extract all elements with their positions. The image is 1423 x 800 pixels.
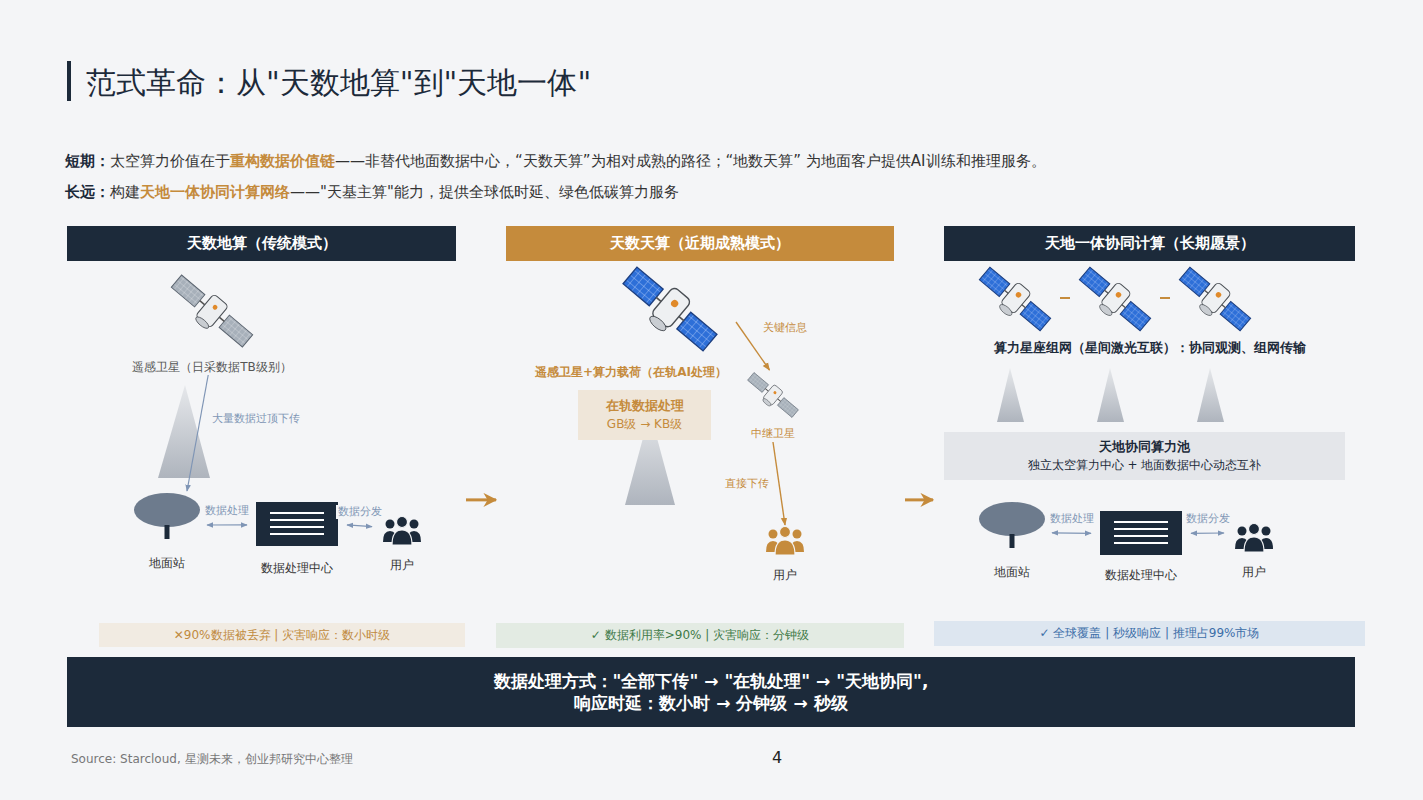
node-caption: 中继卫星	[751, 426, 795, 442]
edge-label: 直接下传	[723, 477, 771, 491]
icon-node: 地面站	[972, 500, 1052, 580]
connector	[1052, 532, 1091, 534]
intro-text: 短期：	[65, 152, 110, 170]
downlink-beam	[1197, 368, 1224, 422]
box-text: 独立太空算力中心 + 地面数据中心动态互补	[1028, 456, 1262, 474]
summary-text: 数据处理方式："全部下传" → "在轨处理" → "天地协同",	[494, 670, 929, 692]
connector	[207, 524, 247, 525]
relay-satellite-icon	[743, 370, 803, 420]
summary-text: 响应时延：数小时 → 分钟级 → 秒级	[574, 692, 847, 714]
icon-node: 中继卫星	[738, 370, 808, 442]
server-icon	[256, 502, 338, 546]
icon-wrap	[972, 500, 1052, 550]
summary-band: 数据处理方式："全部下传" → "在轨处理" → "天地协同",响应时延：数小时…	[67, 657, 1355, 727]
icon-wrap	[162, 271, 262, 351]
panel-header: 天地一体协同计算（长期愿景）	[944, 226, 1355, 261]
node-caption: 用户	[1242, 564, 1266, 580]
box-text: GB级 → KB级	[607, 415, 682, 433]
panel: 天数天算（近期成熟模式） 遥感卫星+算力载荷（在轨AI处理） 在轨数据处理GB级 →…	[506, 226, 894, 648]
icon-node: 地面站	[127, 491, 207, 571]
icon-wrap	[127, 491, 207, 541]
downlink-beam	[1097, 368, 1124, 422]
node-caption: 地面站	[149, 555, 185, 571]
panel-header: 天数地算（传统模式）	[67, 226, 456, 261]
icon-wrap	[743, 370, 803, 420]
node-caption: 用户	[773, 567, 797, 583]
ground-station-icon	[127, 491, 207, 541]
connector	[347, 525, 372, 527]
node-caption: 遥感卫星（日采数据TB级别）	[132, 359, 292, 375]
intro-text: 太空算力价值在于	[110, 152, 230, 170]
ground-station-icon	[972, 500, 1052, 550]
edge-label: 大量数据过顶下传	[210, 412, 302, 426]
downlink-beam	[997, 368, 1024, 422]
edge-label: 数据分发	[336, 505, 384, 519]
edge-label: 关键信息	[761, 321, 809, 335]
icon-node: 数据处理中心	[247, 502, 347, 576]
edge-label: 数据处理	[203, 504, 251, 518]
box-text: 在轨数据处理	[606, 397, 684, 415]
process-box: 在轨数据处理GB级 → KB级	[578, 390, 711, 440]
icon-wrap	[974, 264, 1264, 336]
box-text: 天地协同算力池	[1099, 438, 1190, 456]
node-caption: 数据处理中心	[261, 560, 333, 576]
intro-text: 长远：	[65, 183, 110, 201]
panel: 天地一体协同计算（长期愿景） 算力星座组网（星间激光互联）：协同观测、组网传输天地…	[944, 226, 1355, 648]
status-text: ✓ 全球覆盖 | 秒级响应 | 推理占99%市场	[934, 621, 1365, 646]
downlink-beam	[158, 385, 210, 478]
title-bar	[67, 61, 71, 101]
icon-node: 算力星座组网（星间激光互联）：协同观测、组网传输	[964, 264, 1336, 356]
note-label: 4	[772, 748, 782, 768]
connector	[187, 375, 208, 491]
intro-text: ——非替代地面数据中心，“天数天算”为相对成熟的路径；“地数天算” 为地面客户提…	[335, 152, 1046, 170]
node-caption: 用户	[390, 557, 414, 573]
status-bar: ✓ 数据利用率>90% | 灾害响应：分钟级	[496, 623, 904, 648]
connector	[466, 498, 496, 501]
intro-text: 构建	[110, 183, 140, 201]
status-bar: ✕90%数据被丢弃 | 灾害响应：数小时级	[99, 623, 465, 647]
node-caption: 地面站	[994, 564, 1030, 580]
intro-text: 重构数据价值链	[230, 152, 335, 170]
connector	[773, 442, 785, 525]
edge-label: 数据处理	[1048, 512, 1096, 526]
intro-text: ——"天基主算"能力，提供全球低时延、绿色低碳算力服务	[290, 183, 679, 201]
icon-wrap	[256, 502, 338, 546]
icon-wrap	[765, 525, 805, 555]
status-text: ✓ 数据利用率>90% | 灾害响应：分钟级	[496, 623, 904, 648]
icon-node: 用户	[372, 515, 432, 573]
icon-wrap	[382, 515, 422, 545]
icon-node: 遥感卫星+算力载荷（在轨AI处理）	[526, 264, 736, 380]
icon-node: 数据处理中心	[1091, 511, 1191, 583]
node-caption: 算力星座组网（星间激光互联）：协同观测、组网传输	[994, 340, 1306, 356]
process-box: 天地协同算力池独立太空算力中心 + 地面数据中心动态互补	[944, 432, 1345, 480]
status-bar: ✓ 全球覆盖 | 秒级响应 | 推理占99%市场	[934, 621, 1365, 646]
edge-label: 数据分发	[1184, 512, 1232, 526]
constellation-icon	[974, 264, 1264, 336]
status-text: ✕90%数据被丢弃 | 灾害响应：数小时级	[99, 623, 465, 647]
icon-wrap	[615, 264, 725, 354]
icon-node: 用户	[755, 525, 815, 583]
compute-satellite-icon	[615, 264, 725, 354]
intro-line: 长远：构建天地一体协同计算网络——"天基主算"能力，提供全球低时延、绿色低碳算力…	[65, 182, 679, 202]
connector	[1191, 532, 1224, 533]
node-caption: 遥感卫星+算力载荷（在轨AI处理）	[535, 364, 727, 380]
icon-node: 用户	[1224, 522, 1284, 580]
panel: 天数地算（传统模式）遥感卫星（日采数据TB级别）地面站数据处理中心用户✕90%数…	[67, 226, 456, 648]
satellite-icon	[162, 271, 262, 351]
icon-wrap	[1100, 511, 1182, 555]
note-label: Source: Starcloud, 星测未来，创业邦研究中心整理	[71, 751, 353, 767]
intro-text: 天地一体协同计算网络	[140, 183, 290, 201]
users-icon	[765, 525, 805, 555]
intro-line: 短期：太空算力价值在于重构数据价值链——非替代地面数据中心，“天数天算”为相对成…	[65, 151, 1046, 171]
users-icon	[382, 515, 422, 545]
page-title: 范式革命：从"天数地算"到"天地一体"	[86, 62, 591, 104]
connector	[905, 498, 933, 501]
node-caption: 数据处理中心	[1105, 567, 1177, 583]
icon-node: 遥感卫星（日采数据TB级别）	[117, 271, 307, 375]
server-icon	[1100, 511, 1182, 555]
icon-wrap	[1234, 522, 1274, 552]
panel-header: 天数天算（近期成熟模式）	[506, 226, 894, 261]
users-icon	[1234, 522, 1274, 552]
